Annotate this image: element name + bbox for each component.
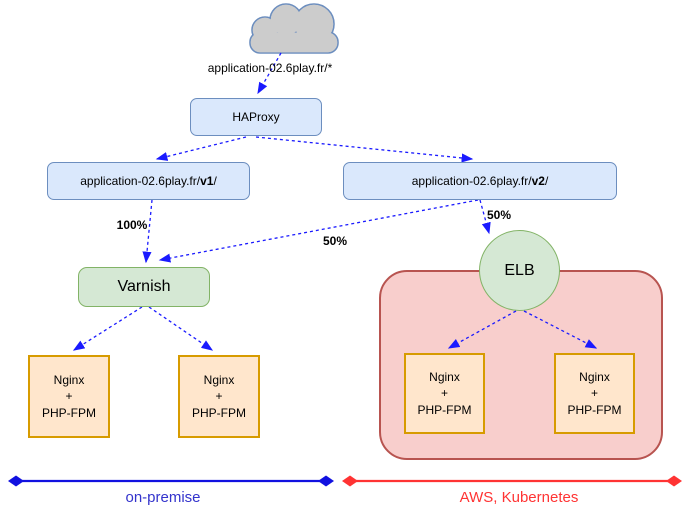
nginx-label-line2: + — [590, 386, 598, 401]
haproxy-label: HAProxy — [232, 110, 280, 124]
cloud-label: application-02.6play.fr/* — [207, 61, 333, 75]
legend-aws-line — [342, 475, 682, 487]
edge-label-100-percent: 100% — [116, 218, 148, 232]
nginx-label-line3: PHP-FPM — [567, 402, 622, 417]
node-varnish: Varnish — [78, 267, 210, 307]
node-elb: ELB — [479, 230, 560, 311]
nginx-label-line2: + — [215, 389, 223, 404]
nginx-label-line3: PHP-FPM — [42, 405, 96, 420]
legend-aws-label: AWS, Kubernetes — [459, 489, 579, 506]
nginx-label-line1: Nginx — [579, 370, 610, 385]
nginx-label-line3: PHP-FPM — [417, 402, 472, 417]
edge-cloud-to-haproxy — [257, 52, 282, 95]
edge-varnish-to-nginx2 — [148, 306, 214, 351]
node-nginx-aws-1: Nginx + PHP-FPM — [404, 353, 485, 434]
edge-haproxy-to-v1 — [155, 136, 247, 161]
varnish-label: Varnish — [117, 278, 171, 295]
edge-elb-to-nginx3 — [447, 310, 517, 349]
elb-label: ELB — [504, 261, 535, 279]
node-v1: application-02.6play.fr/v1/ — [47, 162, 250, 200]
nginx-label-line1: Nginx — [429, 370, 460, 385]
edge-v1-to-varnish — [142, 199, 153, 264]
v1-label: application-02.6play.fr/v1/ — [80, 174, 217, 188]
node-nginx-onprem-1: Nginx + PHP-FPM — [28, 355, 110, 438]
nginx-label-line1: Nginx — [203, 373, 235, 388]
node-v2: application-02.6play.fr/v2/ — [343, 162, 617, 200]
v2-label: application-02.6play.fr/v2/ — [411, 174, 549, 188]
cloud-icon — [249, 3, 339, 54]
nginx-label-line2: + — [440, 386, 448, 401]
edge-varnish-to-nginx1 — [72, 306, 143, 351]
node-nginx-aws-2: Nginx + PHP-FPM — [554, 353, 635, 434]
edge-label-50-percent-elb: 50% — [486, 208, 512, 222]
node-haproxy: HAProxy — [190, 98, 322, 136]
nginx-label-line3: PHP-FPM — [192, 405, 246, 420]
edge-v2-to-varnish — [158, 199, 479, 263]
legend-onprem-label: on-premise — [125, 489, 201, 506]
nginx-label-line2: + — [65, 389, 73, 404]
edge-haproxy-to-v2 — [255, 136, 474, 163]
node-nginx-onprem-2: Nginx + PHP-FPM — [178, 355, 260, 438]
nginx-label-line1: Nginx — [53, 373, 85, 388]
legend-onprem-line — [8, 475, 334, 487]
edge-elb-to-nginx4 — [523, 310, 598, 349]
edge-label-50-percent-varnish: 50% — [322, 234, 348, 248]
